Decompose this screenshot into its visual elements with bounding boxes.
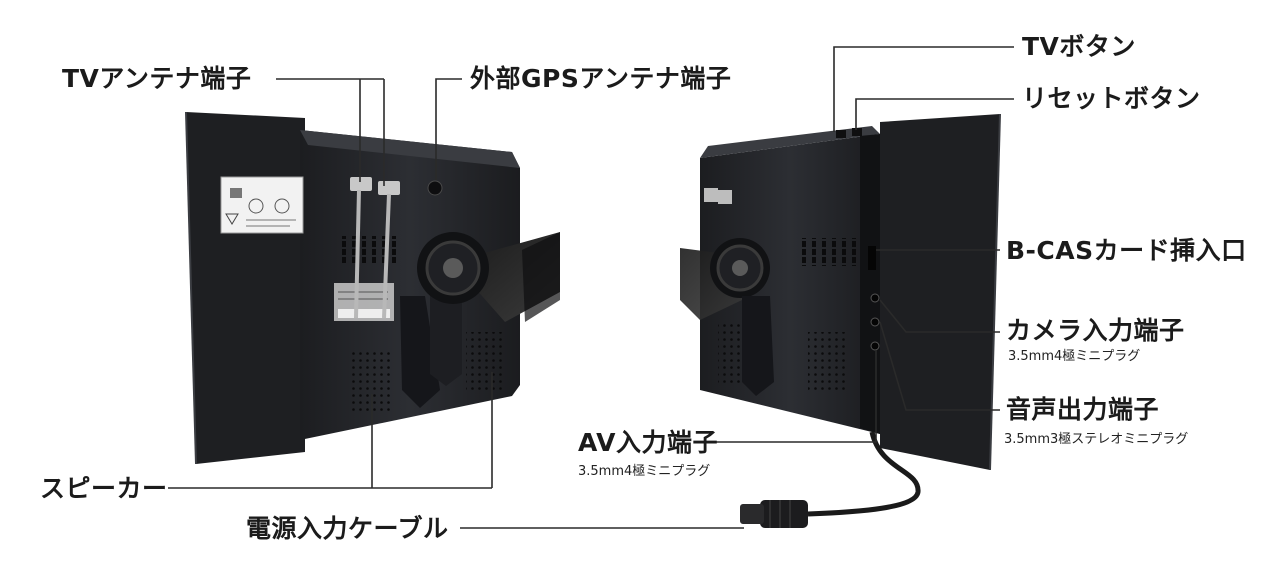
right-screen-frame bbox=[880, 114, 1000, 470]
left-mount bbox=[400, 232, 560, 408]
gps-port bbox=[427, 180, 443, 196]
line-gps bbox=[435, 78, 462, 180]
tv-button-shape bbox=[836, 130, 846, 138]
line-audio bbox=[879, 321, 1000, 411]
reset-button-shape bbox=[852, 128, 862, 136]
line-av bbox=[706, 350, 877, 443]
label-audio-output: 音声出力端子 bbox=[1006, 395, 1160, 424]
label-audio-output-spec: 3.5mm3極ステレオミニプラグ bbox=[1004, 432, 1189, 447]
label-tv-button: TVボタン bbox=[1022, 32, 1136, 61]
right-vent-slots bbox=[800, 238, 856, 266]
left-monitor bbox=[185, 111, 560, 465]
left-screen-frame bbox=[186, 112, 305, 464]
warning-sticker bbox=[220, 176, 304, 234]
power-connector bbox=[740, 500, 808, 528]
label-av-input-spec: 3.5mm4極ミニプラグ bbox=[578, 464, 711, 479]
label-reset-button: リセットボタン bbox=[1022, 84, 1201, 113]
line-reset bbox=[855, 98, 1014, 130]
speaker-grill-right bbox=[466, 332, 506, 394]
label-gps-antenna: 外部GPSアンテナ端子 bbox=[470, 64, 732, 93]
right-monitor bbox=[680, 113, 1001, 528]
label-camera-input-spec: 3.5mm4極ミニプラグ bbox=[1008, 349, 1141, 364]
label-tv-antenna: TVアンテナ端子 bbox=[62, 64, 252, 93]
camera-jack bbox=[870, 293, 880, 303]
label-camera-input: カメラ入力端子 bbox=[1006, 316, 1185, 345]
bcas-slot-shape bbox=[868, 246, 876, 270]
right-mount bbox=[680, 238, 774, 396]
audio-jack bbox=[870, 317, 880, 327]
label-bcas-slot: B-CASカード挿入口 bbox=[1006, 236, 1247, 265]
av-jack bbox=[870, 341, 880, 351]
line-camera bbox=[879, 299, 1000, 333]
leader-lines bbox=[168, 46, 1014, 529]
power-cable bbox=[807, 431, 921, 517]
label-av-input: AV入力端子 bbox=[578, 428, 718, 457]
label-power-cable: 電源入力ケーブル bbox=[246, 514, 449, 543]
right-grill-right bbox=[808, 332, 848, 394]
left-vent-slots bbox=[336, 236, 402, 264]
label-speaker: スピーカー bbox=[40, 474, 168, 503]
line-tv-button bbox=[833, 46, 1014, 132]
